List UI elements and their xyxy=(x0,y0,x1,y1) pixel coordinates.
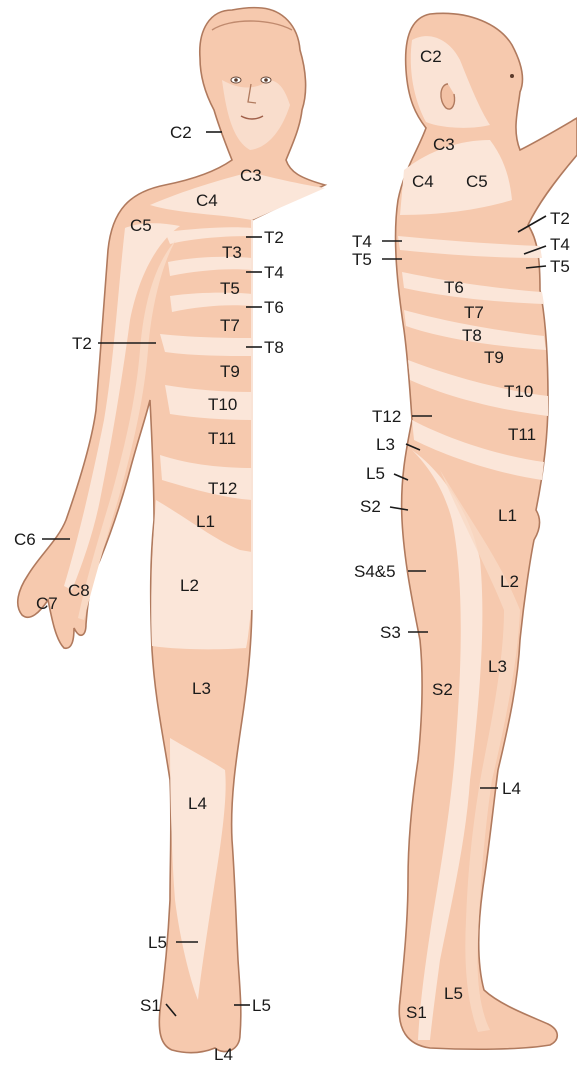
side-label-l2: L2 xyxy=(500,572,519,591)
side-label-s3: S3 xyxy=(380,623,401,642)
side-label-t2: T2 xyxy=(550,209,570,228)
side-label-t5-right: T5 xyxy=(550,257,570,276)
side-label-s2-hip: S2 xyxy=(360,497,381,516)
side-label-l4: L4 xyxy=(502,779,521,798)
front-label-c7: C7 xyxy=(36,594,58,613)
front-label-c6: C6 xyxy=(14,530,36,549)
front-label-c8: C8 xyxy=(68,581,90,600)
front-label-l1: L1 xyxy=(196,512,215,531)
front-label-c3: C3 xyxy=(240,166,262,185)
front-label-t2: T2 xyxy=(264,228,284,247)
side-eye xyxy=(510,74,514,78)
front-label-t10: T10 xyxy=(208,395,237,414)
side-label-c2: C2 xyxy=(420,47,442,66)
front-label-t11: T11 xyxy=(208,429,236,448)
front-label-l2: L2 xyxy=(180,576,199,595)
front-label-t8: T8 xyxy=(264,338,284,357)
front-figure xyxy=(18,8,325,1053)
side-label-t4-left: T4 xyxy=(352,232,372,251)
side-label-t12: T12 xyxy=(372,407,401,426)
side-label-t5-left: T5 xyxy=(352,250,372,269)
front-label-l4-foot: L4 xyxy=(214,1045,233,1064)
front-right-pupil xyxy=(264,78,268,82)
front-label-t12: T12 xyxy=(208,479,237,498)
side-label-l5-hip: L5 xyxy=(366,464,385,483)
side-label-t11: T11 xyxy=(508,425,536,444)
front-label-t5: T5 xyxy=(220,279,240,298)
side-figure xyxy=(396,13,577,1049)
side-label-t7: T7 xyxy=(464,303,484,322)
front-label-t3: T3 xyxy=(222,243,242,262)
side-label-s1: S1 xyxy=(406,1003,427,1022)
side-label-c3: C3 xyxy=(433,135,455,154)
side-label-s2: S2 xyxy=(432,680,453,699)
front-label-s1: S1 xyxy=(140,996,161,1015)
side-label-l3-hip: L3 xyxy=(376,435,395,454)
front-label-t9: T9 xyxy=(220,362,240,381)
front-label-t2-arm: T2 xyxy=(72,334,92,353)
side-label-t9: T9 xyxy=(484,348,504,367)
side-label-l1: L1 xyxy=(498,506,517,525)
side-label-c4: C4 xyxy=(412,172,434,191)
side-label-t10: T10 xyxy=(504,382,533,401)
side-label-c5: C5 xyxy=(466,172,488,191)
front-left-pupil xyxy=(234,78,238,82)
side-label-t4-right: T4 xyxy=(550,235,570,254)
front-label-c5: C5 xyxy=(130,216,152,235)
side-label-s4s5: S4&5 xyxy=(354,562,396,581)
front-label-c4: C4 xyxy=(196,191,218,210)
front-label-t4: T4 xyxy=(264,263,284,282)
side-label-l5: L5 xyxy=(444,984,463,1003)
front-label-l5-foot: L5 xyxy=(252,996,271,1015)
front-label-l5: L5 xyxy=(148,933,167,952)
side-label-l3: L3 xyxy=(488,657,507,676)
front-label-t7: T7 xyxy=(220,316,240,335)
side-label-t8: T8 xyxy=(462,326,482,345)
front-label-l4: L4 xyxy=(188,794,207,813)
front-label-c2: C2 xyxy=(170,123,192,142)
front-label-l3: L3 xyxy=(192,679,211,698)
side-label-t6: T6 xyxy=(444,278,464,297)
front-label-t6: T6 xyxy=(264,298,284,317)
